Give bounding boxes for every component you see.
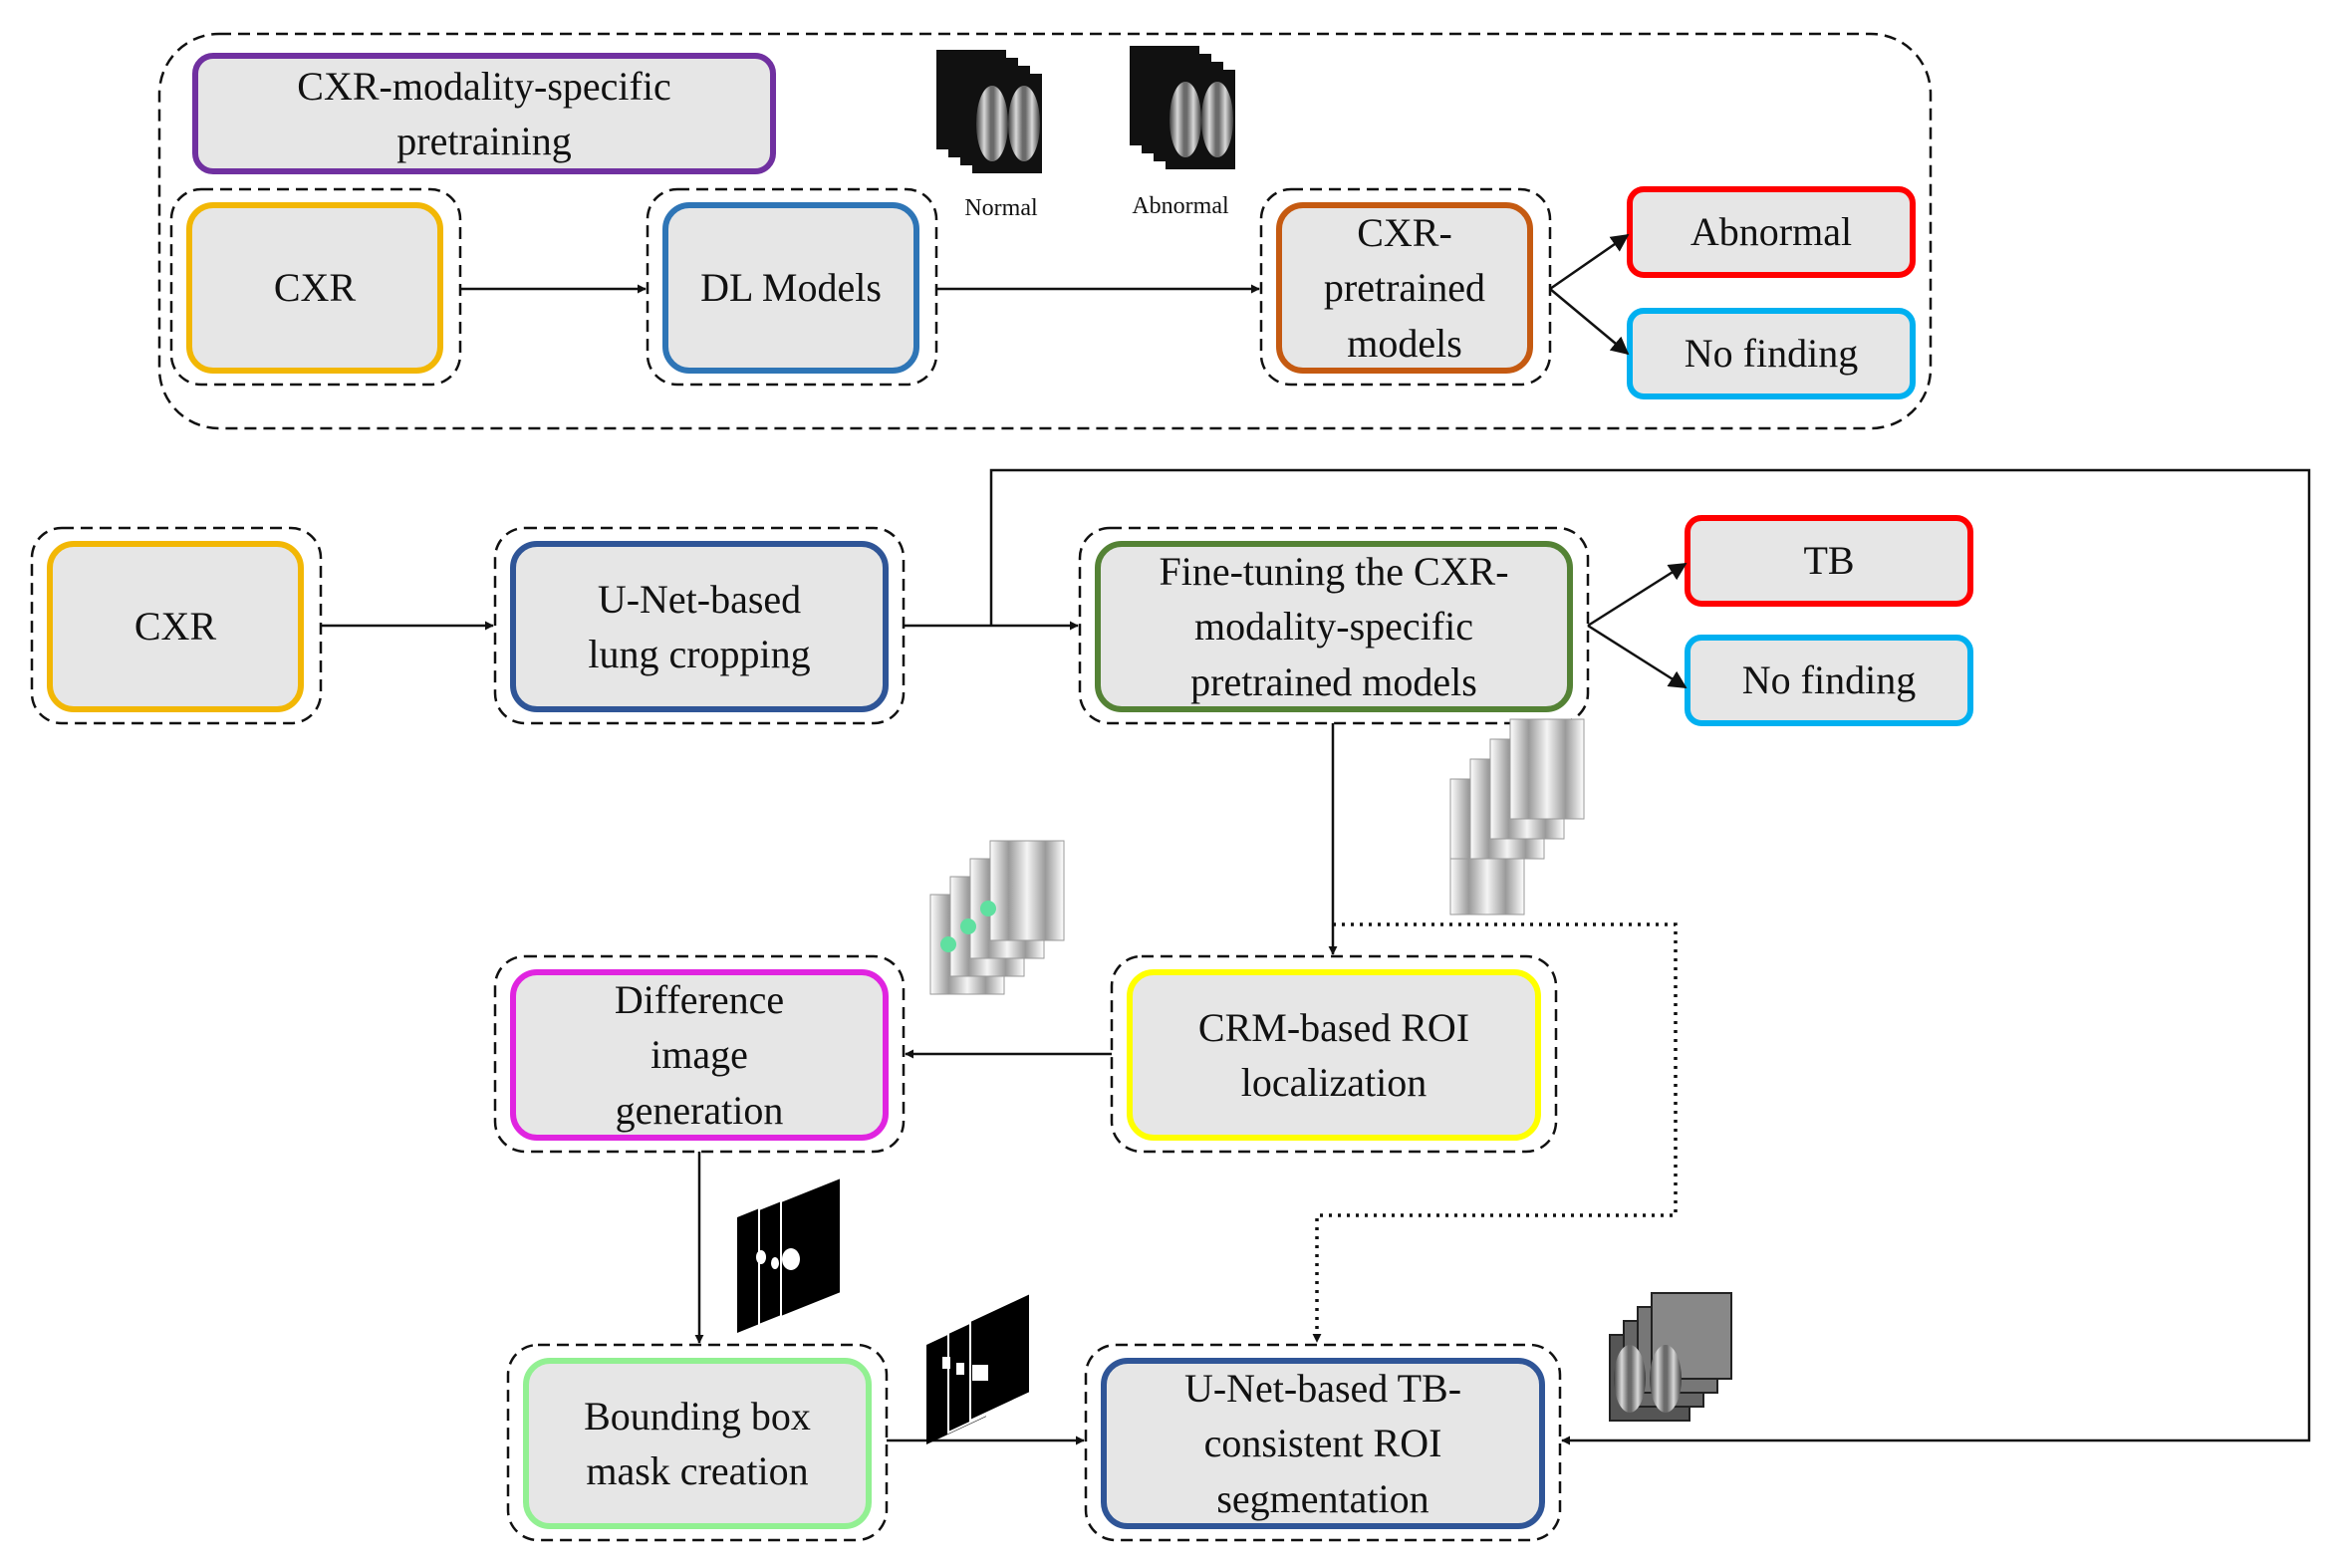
bbox-mask-dashed: [506, 1343, 889, 1542]
diff-image-dashed: [493, 954, 906, 1154]
cxr-bottom-label: CXR: [133, 604, 217, 650]
cxr-stack-icon: [1449, 718, 1585, 915]
dl-models-dashed: [646, 187, 938, 387]
cxr-top-dashed: [169, 187, 462, 387]
pretraining-group-border: [157, 32, 1933, 430]
binary-mask-stack-icon: [737, 1176, 842, 1333]
cxr-stack-icon: [936, 50, 1042, 173]
diff-image-label: Difference image generation: [614, 977, 785, 1133]
pretraining-title-box: [192, 53, 776, 174]
pretraining-title: CXR-modality-specific pretraining: [297, 63, 671, 163]
cxr-stack-icon: [1130, 46, 1235, 169]
cxr-top-label: CXR: [273, 265, 357, 311]
abnormal-output-box: [1627, 186, 1916, 278]
finetune-label: Fine-tuning the CXR-modality-specific pr…: [1159, 549, 1509, 704]
finetune-dashed: [1078, 526, 1590, 725]
tb-output-label: TB: [1803, 538, 1855, 584]
crm-box: [1127, 969, 1541, 1141]
roi-seg-label: U-Net-based TB-consistent ROI segmentati…: [1183, 1366, 1462, 1521]
thumb-normal-label: Normal: [964, 195, 1038, 221]
arrow-finetune-to-tb: [1587, 562, 1688, 628]
cropped-cxr-stack-icon: [1609, 1292, 1732, 1422]
no-finding-top-box: [1627, 308, 1916, 399]
abnormal-output-label: Abnormal: [1689, 209, 1853, 255]
lung-cropping-box: [510, 541, 889, 712]
crm-dashed: [1110, 954, 1558, 1154]
arrow-pretrained-to-abnormal: [1549, 233, 1630, 291]
no-finding-bottom-label: No finding: [1741, 657, 1917, 703]
cxr-bottom-box: [47, 541, 304, 712]
pretrained-box: [1276, 202, 1533, 374]
pretrained-dashed: [1259, 187, 1552, 387]
bbox-mask-stack-icon: [926, 1291, 1031, 1444]
pretrained-label: CXR-pretrained models: [1323, 210, 1486, 366]
bbox-mask-box: [523, 1358, 872, 1529]
dl-models-box: [662, 202, 919, 374]
diff-image-box: [510, 969, 889, 1141]
bbox-mask-label: Bounding box mask creation: [584, 1393, 811, 1493]
lung-cropping-label: U-Net-based lung cropping: [588, 576, 811, 676]
no-finding-bottom-box: [1685, 635, 1973, 726]
dl-models-label: DL Models: [700, 265, 882, 311]
crm-label: CRM-based ROI localization: [1197, 1004, 1470, 1105]
thumb-abnormal-label: Abnormal: [1132, 193, 1229, 219]
no-finding-top-label: No finding: [1684, 331, 1859, 377]
tb-output-box: [1685, 515, 1973, 607]
heatmap-stack-icon: [929, 840, 1065, 995]
finetune-box: [1095, 541, 1573, 712]
arrow-crop-loop-to-segmentation: [989, 468, 2311, 1445]
arrow-finetune-to-nofinding: [1587, 624, 1688, 689]
roi-seg-box: [1101, 1358, 1545, 1529]
cxr-top-box: [186, 202, 443, 374]
arrow-pretrained-to-nofinding: [1549, 288, 1630, 356]
